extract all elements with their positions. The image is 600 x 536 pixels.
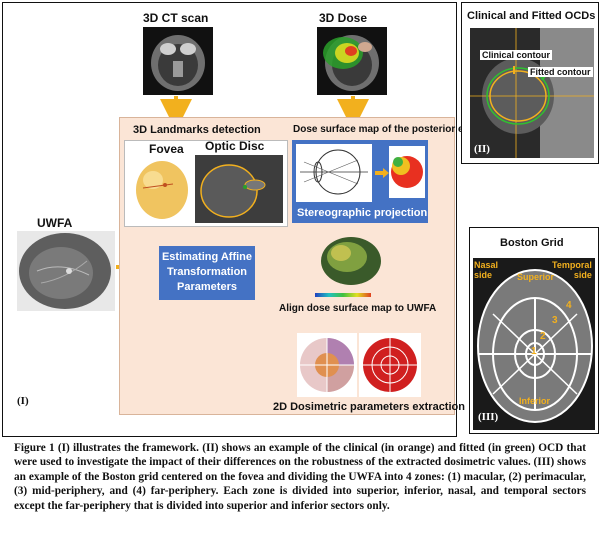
zone-2-label: 2 [540,331,546,342]
stereo-arrow-icon [375,168,389,178]
panel-boston-grid: Boston Grid Nasal side Temporal side Sup… [469,227,599,434]
panel-one-id: (I) [17,395,29,407]
affine-line-3: Parameters [177,281,237,293]
aligned-uwfa-image [315,235,387,291]
dose-label: 3D Dose [319,11,368,25]
grid-overlay-image [297,333,357,397]
affine-line-1: Estimating Affine [161,251,253,263]
temporal-line-2: side [573,270,592,280]
affine-line-2: Transformation [166,266,248,278]
temporal-side-label: Temporal side [552,260,592,280]
panel-framework: 3D CT scan 3D Dose 3D Landmarks detectio… [2,2,475,437]
uwfa-image [17,231,115,311]
boston-grid-title: Boston Grid [500,237,564,249]
fovea-label: Fovea [149,142,184,156]
extraction-label: 2D Dosimetric parameters extraction [273,401,465,413]
sector-dose-image [359,333,421,397]
fovea-image [131,158,193,222]
landmarks-label: 3D Landmarks detection [133,124,261,136]
zone-3-label: 3 [552,315,558,326]
dose-image [317,27,387,95]
ocd-title: Clinical and Fitted OCDs [467,10,596,22]
superior-label: Superior [517,272,555,282]
panel-ocd: Clinical and Fitted OCDs Clinical contou… [461,2,599,164]
inferior-label: Inferior [519,396,551,406]
fitted-contour-label: Fitted contour [528,67,593,77]
zone-4-label: 4 [566,300,572,311]
figure-caption: Figure 1 (I) illustrates the framework. … [14,442,586,512]
ocd-image [470,28,594,158]
temporal-line-1: Temporal [552,260,592,270]
dose-surface-map [389,146,425,198]
colorbar [315,293,371,297]
optic-disc-label: Optic Disc [205,139,265,153]
zone-1-label: 1 [531,346,537,357]
panel-three-id: (III) [478,411,499,423]
clinical-contour-label: Clinical contour [480,50,553,60]
eye-diagram [296,144,372,202]
nasal-side-label: Nasal side [474,260,498,280]
panel-two-id: (II) [474,143,490,155]
optic-disc-image [195,155,283,223]
ct-scan-label: 3D CT scan [143,11,209,25]
nasal-line-1: Nasal [474,260,499,270]
uwfa-label: UWFA [37,216,73,230]
dose-map-label: Dose surface map of the posterior eye [293,124,475,135]
boston-grid-image [473,258,595,430]
stereo-label: Stereographic projection [297,207,428,219]
align-label: Align dose surface map to UWFA [279,303,437,314]
nasal-line-2: side [474,270,493,280]
ct-scan-image [143,27,213,95]
affine-estimation-box: Estimating Affine Transformation Paramet… [159,246,255,300]
